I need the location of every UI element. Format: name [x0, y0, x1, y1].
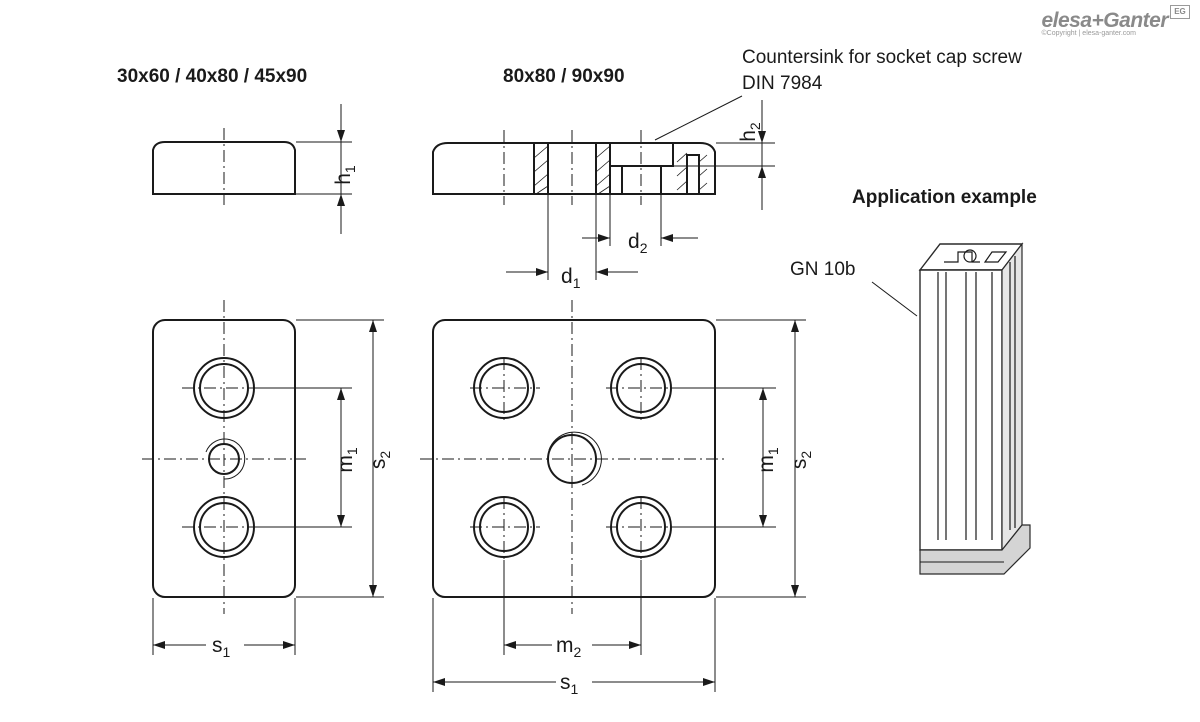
dim-h2: h2: [737, 122, 763, 142]
left-top-view: m1 s2 s1: [142, 300, 393, 660]
profile-callout: GN 10b: [790, 259, 855, 280]
dim-s1-left: s1: [212, 634, 231, 660]
profile-leader: [871, 281, 918, 317]
right-variant-heading: 80x80 / 90x90: [503, 66, 625, 87]
application-profile: [918, 242, 1031, 575]
left-side-view: h1: [152, 104, 358, 234]
dim-d2: d2: [628, 230, 648, 256]
logo-copyright: ©Copyright | elesa-ganter.com: [1041, 30, 1137, 37]
dim-h1: h1: [332, 165, 358, 185]
dim-s1-right: s1: [560, 671, 579, 697]
application-example-heading: Application example: [852, 187, 1037, 208]
right-side-view: h2 d2 d1: [432, 100, 775, 291]
dim-m2: m2: [556, 634, 582, 660]
countersink-callout-line2: DIN 7984: [742, 73, 823, 94]
right-top-view: m1 s2 m2 s1: [420, 300, 814, 698]
left-variant-heading: 30x60 / 40x80 / 45x90: [117, 66, 307, 87]
logo-text: elesa+Ganter: [1041, 9, 1168, 32]
dim-s2-left: s2: [367, 451, 393, 470]
countersink-leader: [654, 95, 743, 141]
brand-logo: elesa+Ganter ©Copyright | elesa-ganter.c…: [1041, 5, 1190, 37]
dim-m1-left: m1: [334, 447, 360, 473]
dim-d1: d1: [561, 265, 581, 291]
dim-m1-right: m1: [755, 447, 781, 473]
dim-s2-right: s2: [788, 451, 814, 470]
logo-badge: EG: [1170, 5, 1190, 19]
countersink-callout-line1: Countersink for socket cap screw: [742, 47, 1022, 68]
